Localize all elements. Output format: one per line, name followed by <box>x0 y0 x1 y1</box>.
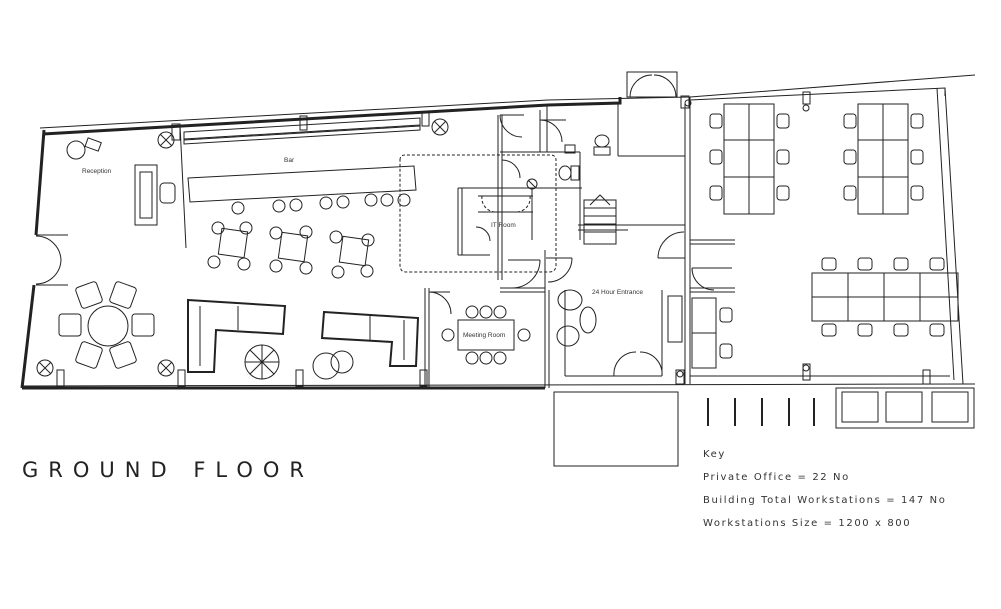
room-label-meeting-room: Meeting Room <box>463 332 505 339</box>
door-swings <box>428 114 732 377</box>
room-label-entrance: 24 Hour Entrance <box>592 289 643 296</box>
floor-title: GROUND FLOOR <box>22 458 314 482</box>
desk-bank-4 <box>691 297 733 369</box>
plant-pots <box>36 118 538 377</box>
room-label-reception: Reception <box>82 168 112 175</box>
columns <box>56 91 931 387</box>
sofa-right <box>320 310 420 367</box>
key-line-total-workstations: Building Total Workstations = 147 No <box>703 495 947 506</box>
plan-key: Key Private Office = 22 No Building Tota… <box>703 448 946 540</box>
outer-wall <box>20 74 976 390</box>
bar-stools <box>231 193 411 215</box>
key-line-private-offices: Private Office = 22 No <box>703 472 850 483</box>
it-room-furniture <box>475 195 533 242</box>
reception-area <box>66 137 176 226</box>
office-chairs-top <box>709 113 924 201</box>
staircase <box>583 194 617 245</box>
sofa-left <box>187 298 287 373</box>
key-line-workstation-size: Workstations Size = 1200 x 800 <box>703 518 912 529</box>
desk-bank-3 <box>811 257 959 337</box>
key-heading: Key <box>703 449 726 460</box>
rug <box>244 344 354 380</box>
meeting-room-table <box>441 305 531 365</box>
entrance-lounge <box>556 289 683 347</box>
room-label-bar: Bar <box>284 157 295 164</box>
room-label-it-room: IT Room <box>491 222 516 229</box>
lounge-round-table <box>58 281 155 369</box>
roof-light-outline <box>399 154 557 273</box>
top-double-door <box>626 71 678 98</box>
toilets <box>558 134 611 181</box>
desk-bank-1 <box>723 103 775 215</box>
external-structures <box>553 387 975 467</box>
left-double-door <box>35 234 68 286</box>
desk-bank-2 <box>857 103 909 215</box>
bar-counter <box>183 117 421 203</box>
dining-tables <box>207 221 375 279</box>
